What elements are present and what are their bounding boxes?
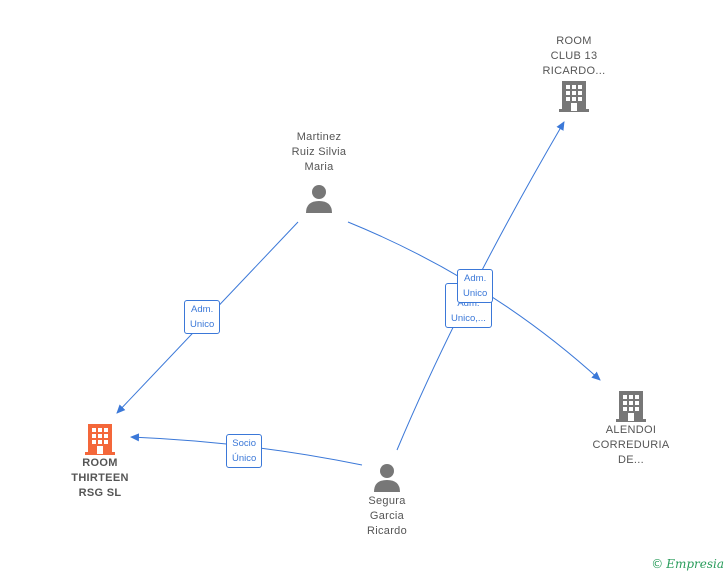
building-icon: [616, 391, 646, 422]
node-label: ROOM THIRTEEN RSG SL: [71, 457, 129, 499]
node-label: Segura Garcia Ricardo: [366, 495, 407, 537]
node-label: ALENDOI CORREDURIA DE...: [592, 424, 670, 466]
person-icon: [374, 464, 400, 492]
building-icon: [85, 424, 115, 455]
node-alendoi-correduria[interactable]: ALENDOI CORREDURIA DE...: [579, 389, 683, 468]
empresia-logo: ©Empresia: [651, 557, 724, 571]
node-segura-garcia-ricardo[interactable]: Segura Garcia Ricardo: [337, 462, 437, 539]
person-icon: [306, 185, 332, 213]
node-martinez-ruiz-silvia-maria[interactable]: Martinez Ruiz Silvia Maria: [269, 130, 369, 215]
node-label: ROOM CLUB 13 RICARDO...: [542, 35, 606, 77]
brand-name: Empresia: [666, 557, 724, 571]
node-label: Martinez Ruiz Silvia Maria: [291, 131, 347, 173]
copyright-icon: ©: [651, 557, 664, 571]
edge-label-socio-unico[interactable]: Socio Único: [226, 434, 263, 468]
edge-label-adm-unico-martinez[interactable]: Adm. Unico: [184, 300, 221, 334]
node-room-thirteen-rsg-sl[interactable]: ROOM THIRTEEN RSG SL: [58, 422, 142, 501]
edge-label-adm-unico-club[interactable]: Adm. Unico: [457, 269, 494, 303]
node-room-club-13[interactable]: ROOM CLUB 13 RICARDO...: [524, 34, 624, 113]
building-icon: [559, 81, 589, 112]
